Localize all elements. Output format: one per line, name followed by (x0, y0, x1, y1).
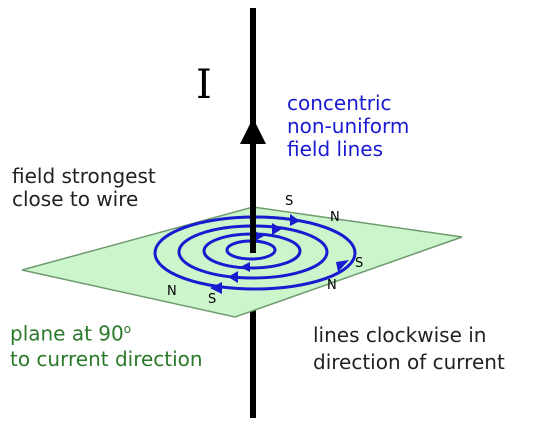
arrow-2-bottom-icon (240, 262, 250, 272)
plane-label-line-1: plane at 90o (10, 317, 203, 347)
pole-s-top: S (285, 194, 294, 209)
field-arrows (210, 214, 349, 294)
plane-label: plane at 90o to current direction (10, 317, 203, 372)
perpendicular-plane (21, 206, 463, 318)
plane-label-line-2: to current direction (10, 346, 203, 371)
field-strongest-label: field strongest close to wire (12, 165, 156, 211)
arrow-3-top-icon (272, 223, 282, 235)
plane-label-text: plane at 90 (10, 321, 124, 346)
arrow-outer-bottom-icon (210, 282, 222, 294)
field-lines-label-line-3: field lines (287, 137, 384, 161)
field-strongest-line-1: field strongest (12, 164, 156, 188)
pole-n-left: N (167, 284, 177, 299)
arrow-2-top-icon (255, 231, 264, 241)
direction-label-line-2: direction of current (313, 350, 505, 374)
pole-s-right: S (355, 256, 364, 271)
degree-symbol: o (123, 322, 132, 336)
pole-s-left: S (208, 292, 217, 307)
direction-label-line-1: lines clockwise in (313, 323, 487, 347)
arrow-outer-right-icon (336, 260, 349, 272)
field-strongest-line-2: close to wire (12, 187, 139, 211)
arrow-outer-top-icon (290, 214, 300, 226)
current-symbol: I (196, 62, 212, 108)
direction-label: lines clockwise in direction of current (313, 322, 505, 376)
arrow-3-bottom-icon (228, 271, 238, 283)
field-lines-label-line-1: concentric (287, 91, 392, 115)
field-lines-label: concentric non-uniform field lines (287, 92, 409, 161)
pole-n-top-right: N (330, 210, 340, 225)
field-lines-label-line-2: non-uniform (287, 114, 410, 138)
current-arrow-icon (240, 118, 266, 144)
pole-n-right: N (327, 278, 337, 293)
